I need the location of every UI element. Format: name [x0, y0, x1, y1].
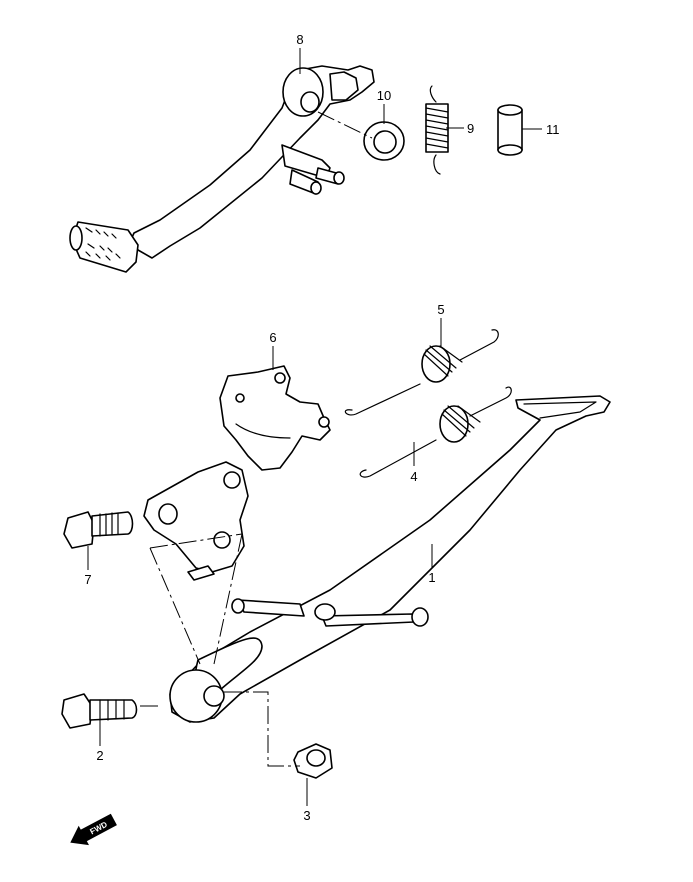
brake-pedal: [69, 65, 375, 273]
callout-6: 6: [269, 330, 276, 345]
stand-bracket: [219, 365, 331, 471]
side-stand: [169, 395, 611, 723]
bolt-upper: [63, 511, 134, 549]
washer: [363, 121, 405, 161]
alignment-line: [149, 547, 201, 665]
callout-11: 11: [546, 122, 560, 137]
pedal-spring: [425, 85, 449, 175]
stand-spring-lower: [359, 386, 512, 478]
callout-4: 4: [410, 469, 417, 484]
callout-9: 9: [467, 121, 474, 136]
bushing: [497, 104, 523, 156]
bolt-lower: [61, 693, 138, 729]
callout-5: 5: [437, 302, 444, 317]
nut: [293, 743, 333, 779]
callout-2: 2: [96, 748, 103, 763]
fwd-arrow-icon: FWD: [70, 813, 117, 846]
alignment-line: [317, 111, 373, 139]
stand-mount-plate: [143, 461, 249, 581]
alignment-line: [224, 691, 300, 767]
callout-8: 8: [296, 32, 303, 47]
alignment-line: [213, 533, 243, 665]
callout-1: 1: [428, 570, 435, 585]
callout-7: 7: [84, 572, 91, 587]
callout-3: 3: [303, 808, 310, 823]
callout-10: 10: [377, 88, 391, 103]
alignment-line: [149, 533, 243, 549]
stand-spring-upper: [344, 329, 499, 416]
